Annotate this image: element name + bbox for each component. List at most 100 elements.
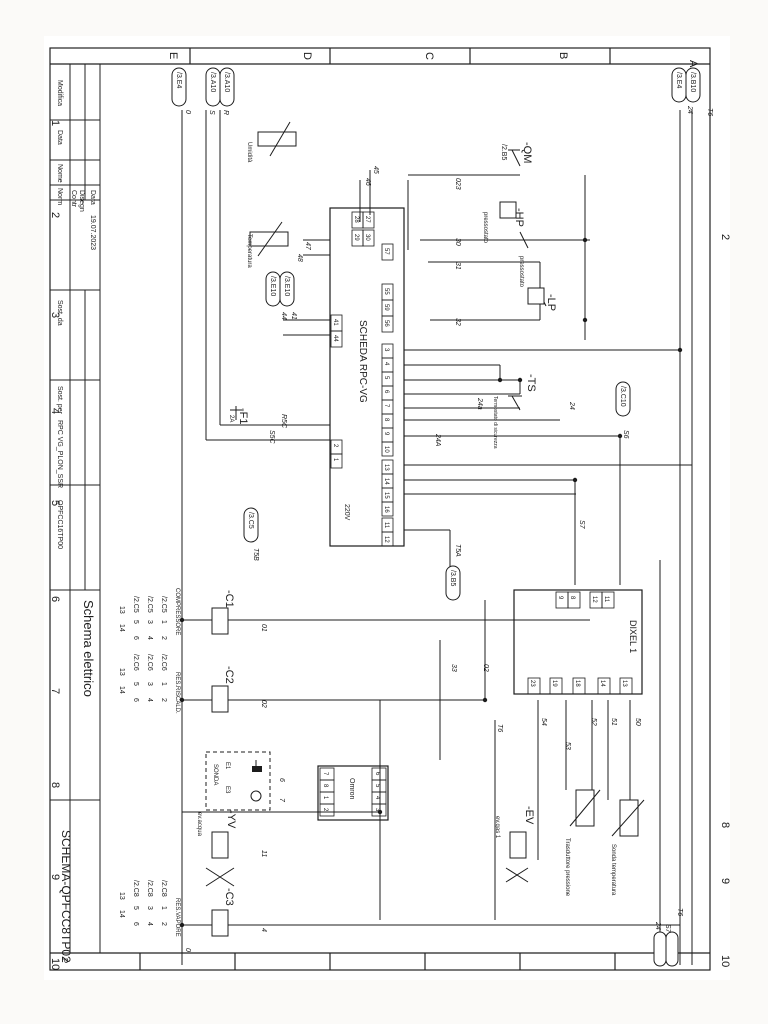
label-sonda: SONDA	[212, 764, 218, 785]
coil-c3	[211, 909, 229, 937]
corner-mark: P	[60, 958, 69, 963]
ref-c5: /3.C5	[247, 512, 254, 529]
dixel-terminal-11: 11	[603, 596, 609, 603]
wire-0-right: 0	[184, 948, 191, 952]
contact-c1-pair-3-b: 6	[132, 636, 139, 640]
label-res-riscald: RES.RISCALD.	[174, 672, 180, 714]
contact-c2-pair-3-b: 6	[132, 698, 139, 702]
label-hp-pressostato: pressostato	[482, 212, 488, 244]
col-number-6: 6	[49, 596, 61, 602]
label-ts: -TS	[525, 374, 537, 392]
contact-c2-pair-2-b: 4	[146, 698, 153, 702]
wire-52: 52	[590, 718, 597, 726]
wiring	[182, 170, 692, 926]
wire-t5a: T5A	[454, 544, 461, 557]
contact-c8-ref-3: /2.C8	[132, 880, 139, 897]
omron-name: Omron	[348, 778, 355, 800]
sensors	[249, 131, 639, 837]
label-lp-pressostato: pressostato	[518, 256, 524, 288]
contact-c3-pair-3-a: 5	[132, 906, 139, 910]
rpc-terminal-27: 27	[364, 216, 370, 223]
rpc-terminal-3: 3	[383, 348, 389, 352]
label-lp: -LP	[545, 294, 557, 311]
contact-c1-pair-2-b: 4	[146, 636, 153, 640]
col-number-1: 1	[49, 120, 61, 126]
rpc-terminal-labels-right: 3 4 5 6 7 8 9 10 13 14 15 16 11 12 2 1	[332, 348, 389, 543]
title-date: 19.07.2023	[89, 215, 96, 250]
contact-c3-pair-4-b: 14	[118, 910, 125, 918]
fuse-f1	[230, 406, 242, 420]
omron-relay: Omron 6 5 4 3 7 8 1 2	[317, 765, 389, 821]
rpc-terminal-29: 29	[353, 234, 359, 241]
contact-c1-pair-3-a: 5	[132, 620, 139, 624]
rpc-terminal-1: 1	[332, 458, 338, 462]
wire-24A: 24A	[434, 433, 441, 447]
rpc-board-voltage: 220V	[343, 504, 350, 521]
dixel-terminals	[527, 591, 633, 695]
rpc-terminal-13: 13	[383, 464, 389, 471]
title-ref-code: RPC VG_PLON_SSR	[56, 420, 63, 488]
wire-54: 54	[540, 718, 547, 726]
wire-48: 48	[296, 254, 303, 262]
wire-02-right: 02	[482, 664, 489, 672]
omron-terminal-4: 4	[374, 796, 380, 800]
ref-e10-a: /3.E10	[283, 276, 290, 296]
contact-c1-pair-4-b: 14	[118, 624, 125, 632]
label-ev: -EV	[523, 806, 535, 825]
label-c3: -C3	[223, 888, 235, 906]
omron-terminal-5: 5	[374, 784, 380, 788]
omron-terminal-3: 3	[374, 808, 380, 812]
dixel-terminal-23: 23	[529, 680, 535, 687]
pressostato-lp	[527, 287, 545, 305]
row-letter-e: E	[167, 52, 179, 59]
wire-r5c: R5C	[280, 414, 287, 429]
label-umidita: Umidità	[246, 142, 252, 163]
coil-yv	[211, 831, 229, 859]
label-ev-desc: ev.gas 1	[494, 816, 500, 839]
wire-11: 11	[260, 850, 267, 857]
rpc-terminals-right	[330, 343, 394, 547]
col-number-10-right: 10	[719, 955, 731, 967]
omron-terminal-6: 6	[374, 772, 380, 776]
wire-46: 46	[364, 178, 371, 186]
title-row-data: Data	[89, 190, 96, 205]
contact-c3-pair-2-a: 3	[146, 906, 153, 910]
dixel-terminal-12: 12	[591, 596, 597, 603]
contact-c3-pair-3-b: 6	[132, 922, 139, 926]
row-letter-b: B	[557, 52, 569, 59]
dixel-terminal-9: 9	[557, 596, 563, 600]
row-letter-a: A	[687, 60, 699, 68]
rpc-terminal-30: 30	[364, 234, 370, 241]
col-number-2: 2	[49, 212, 61, 218]
contact-c3-pair-1-b: 2	[160, 922, 167, 926]
title-col-modifica: Modifica	[56, 80, 63, 106]
pressostato-hp	[499, 201, 517, 219]
label-res-vapore: RES.VAPORE	[174, 898, 180, 937]
rpc-terminals-top	[330, 211, 394, 348]
label-sonda-e3: E3	[224, 786, 230, 794]
omron-terminal-2: 2	[322, 808, 328, 812]
sonda-terminal	[250, 790, 262, 802]
rpc-terminal-5: 5	[383, 376, 389, 380]
col-number-8: 8	[49, 782, 61, 788]
rpc-terminal-59: 59	[383, 304, 389, 311]
wire-t5b: T5B	[252, 548, 259, 561]
label-sonda-e1: E1	[224, 762, 230, 770]
wire-s7-right: S7	[664, 924, 671, 934]
wire-53: 53	[564, 742, 571, 750]
contact-c2-pair-4-b: 14	[118, 686, 125, 694]
wire-s6: S6	[622, 430, 629, 439]
omron-terminal-1: 1	[322, 796, 328, 800]
rpc-terminal-41: 41	[332, 319, 338, 326]
sonda-dashed-outline	[205, 751, 271, 811]
title-row-contr: Contr	[70, 190, 77, 208]
wire-0-left: 0	[184, 110, 191, 114]
wire-24: 24	[568, 401, 575, 410]
wire-r: R	[222, 110, 229, 115]
rpc-terminal-2: 2	[332, 444, 338, 448]
label-temperatura: Temperatura	[246, 234, 252, 268]
label-compressore: COMPRESSORE	[174, 588, 180, 635]
dixel-terminal-18: 18	[574, 680, 580, 687]
title-drawing-code: QPFCC16TP00	[56, 500, 63, 549]
